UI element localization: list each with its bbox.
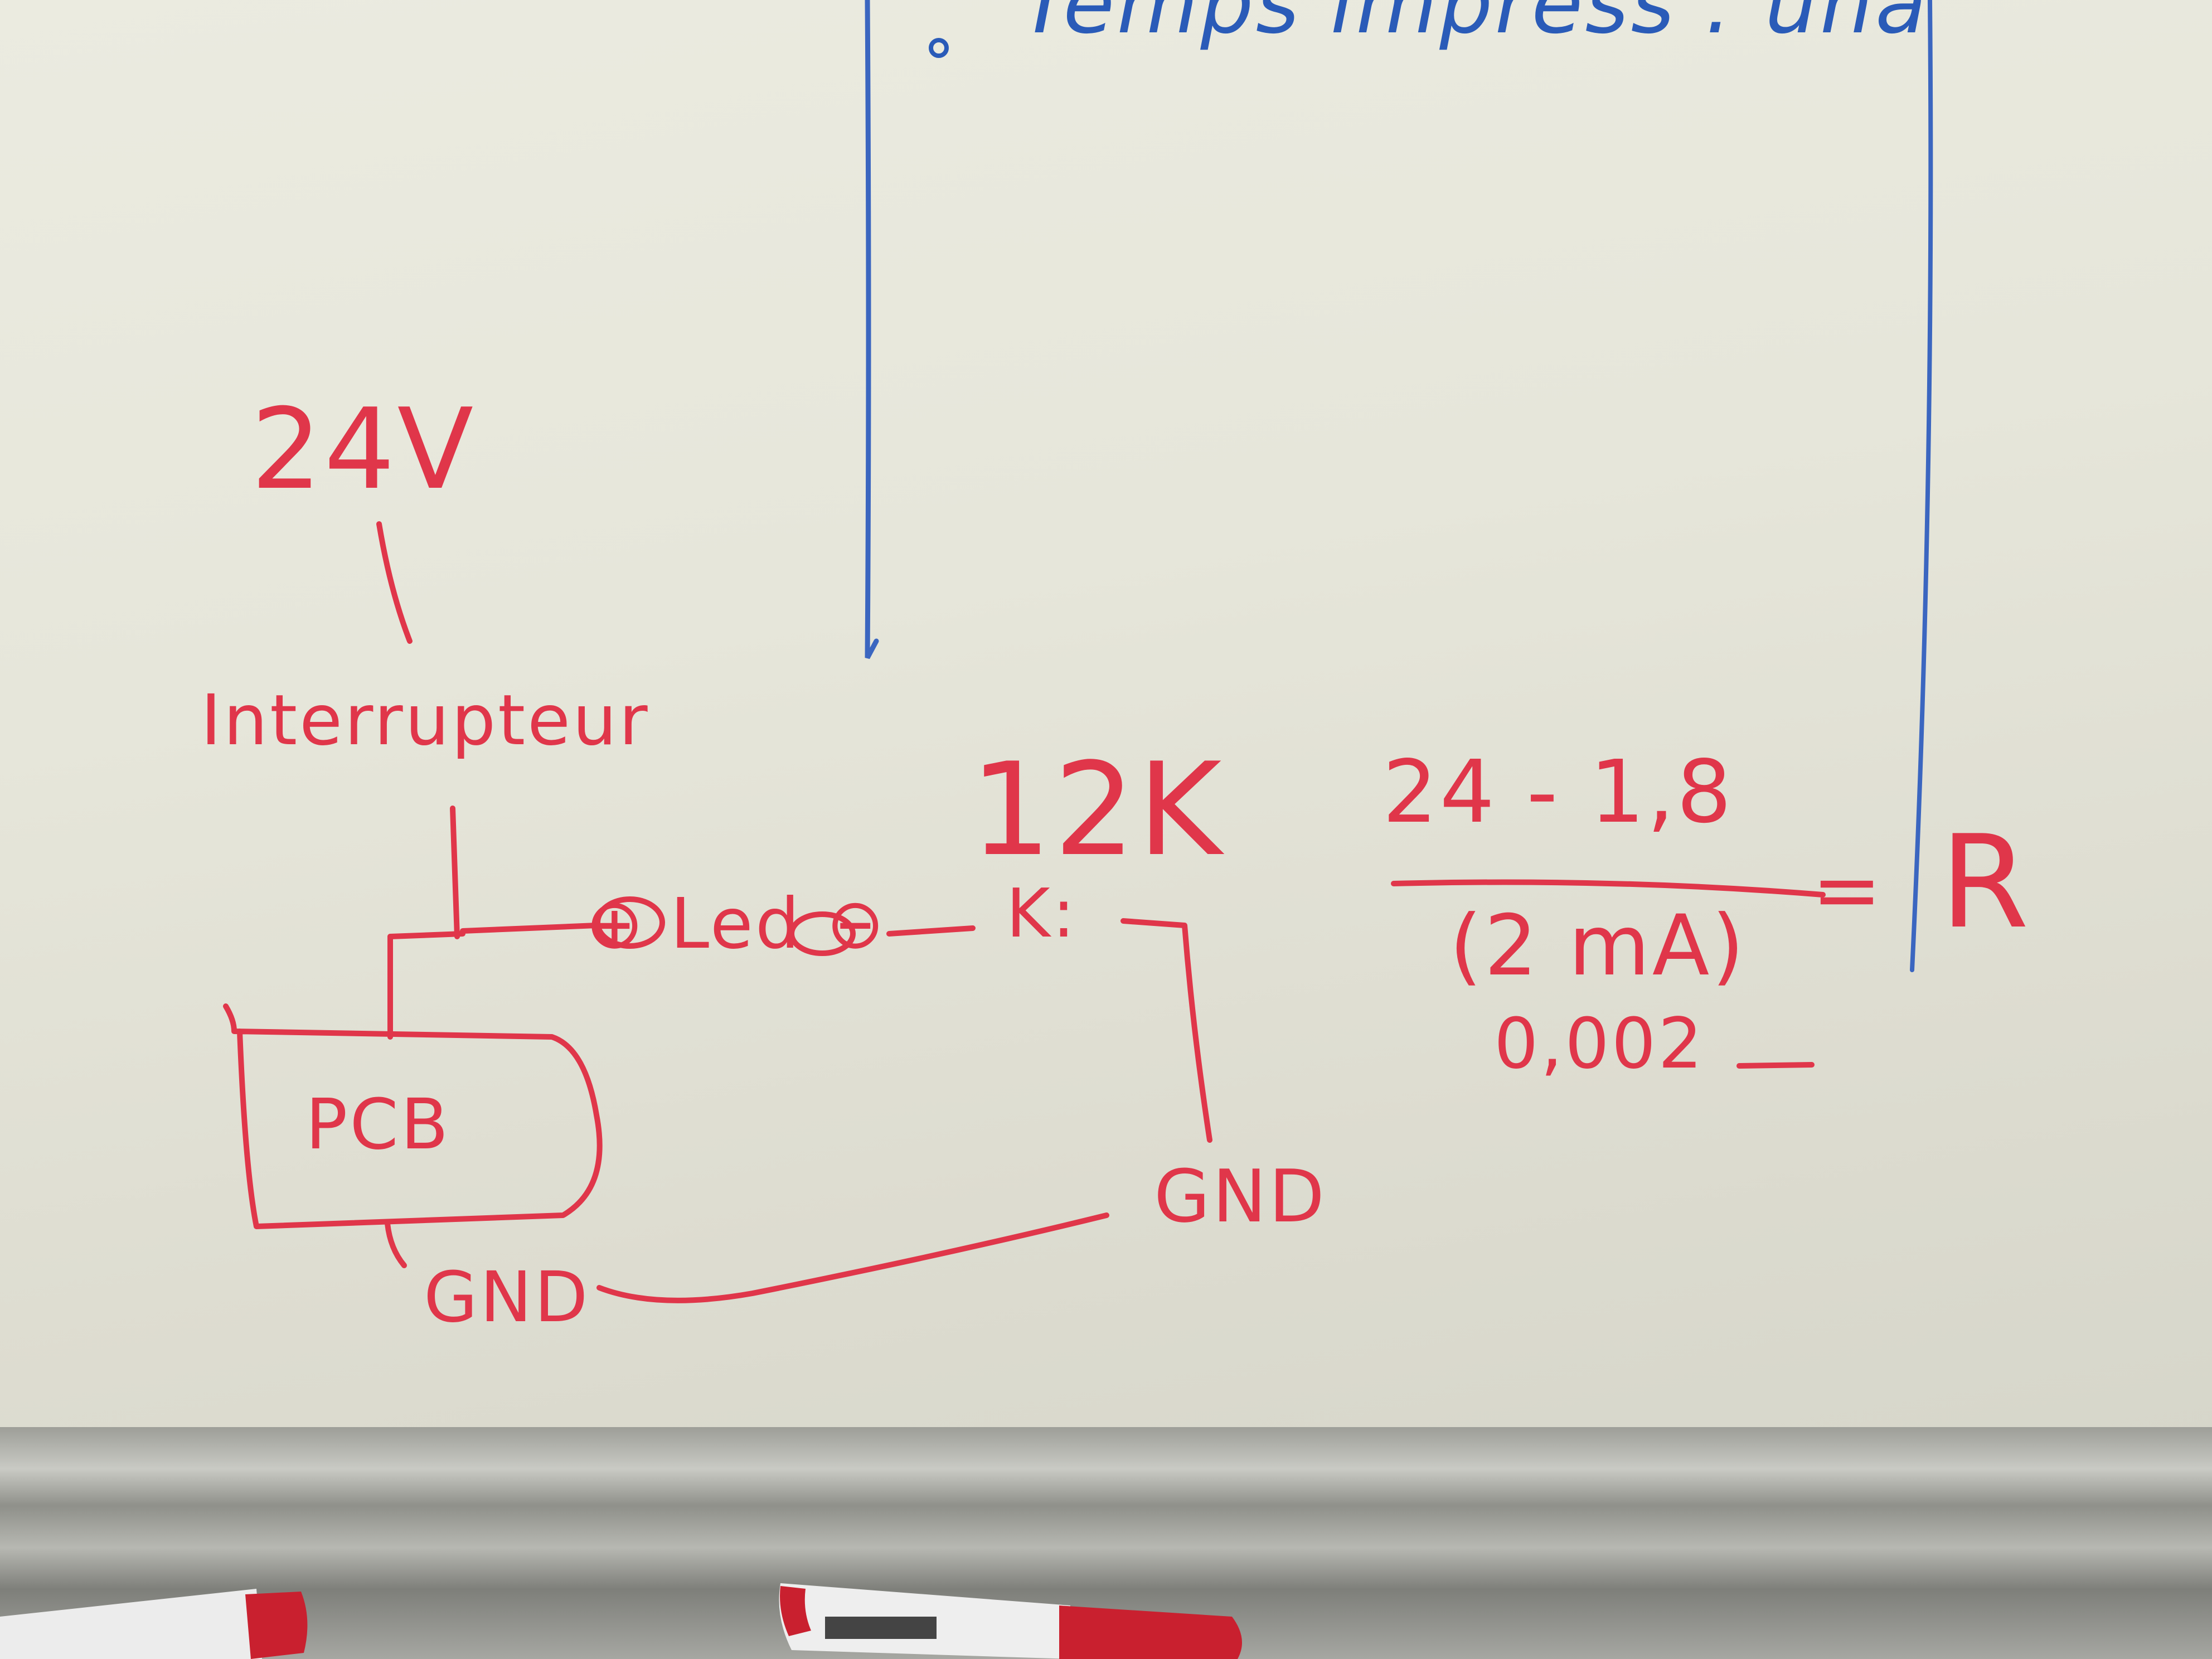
wire-gnd-to-gnd (596, 1212, 1109, 1303)
wire-switch-down (450, 806, 460, 939)
blue-bullet (929, 38, 949, 58)
resistor-label: K: (1006, 875, 1078, 953)
wire-led-to-resistor (886, 925, 976, 937)
blue-note-text: Temps impress : una (1020, 0, 1929, 52)
pcb-box-outline (223, 1003, 603, 1229)
formula-equals: = (1812, 842, 1884, 939)
wire-resistor-to-gnd (1120, 918, 1212, 1143)
formula-decimal-underline (1736, 1062, 1815, 1069)
wire-pcb-to-gnd (385, 1221, 407, 1268)
formula-decimal: 0,002 (1494, 1003, 1705, 1084)
switch-label: Interrupteur (201, 680, 650, 761)
formula-denominator: (2 mA) (1449, 898, 1747, 995)
wire-junction-to-led (460, 923, 599, 934)
gnd-left-label: GND (424, 1257, 590, 1338)
wire-24v-to-switch (376, 521, 413, 644)
formula-fraction-bar (1391, 879, 1826, 898)
marker-left (0, 1589, 308, 1659)
led-cathode-circle (789, 911, 856, 956)
pcb-label: PCB (305, 1084, 451, 1165)
formula-numerator: 24 - 1,8 (1382, 741, 1734, 842)
blue-divider-right (1910, 0, 1933, 972)
formula-result: R (1940, 808, 2031, 957)
gnd-right-label: GND (1154, 1154, 1327, 1239)
supply-voltage-label: 24V (251, 385, 476, 515)
led-label: ⊕ Led ⊖ (585, 884, 887, 964)
led-anode-circle (595, 896, 665, 949)
wire-junction-left (387, 931, 465, 939)
resistor-value-label: 12K (970, 736, 1224, 885)
marker-right (779, 1583, 1242, 1659)
blue-divider-left (865, 0, 879, 659)
